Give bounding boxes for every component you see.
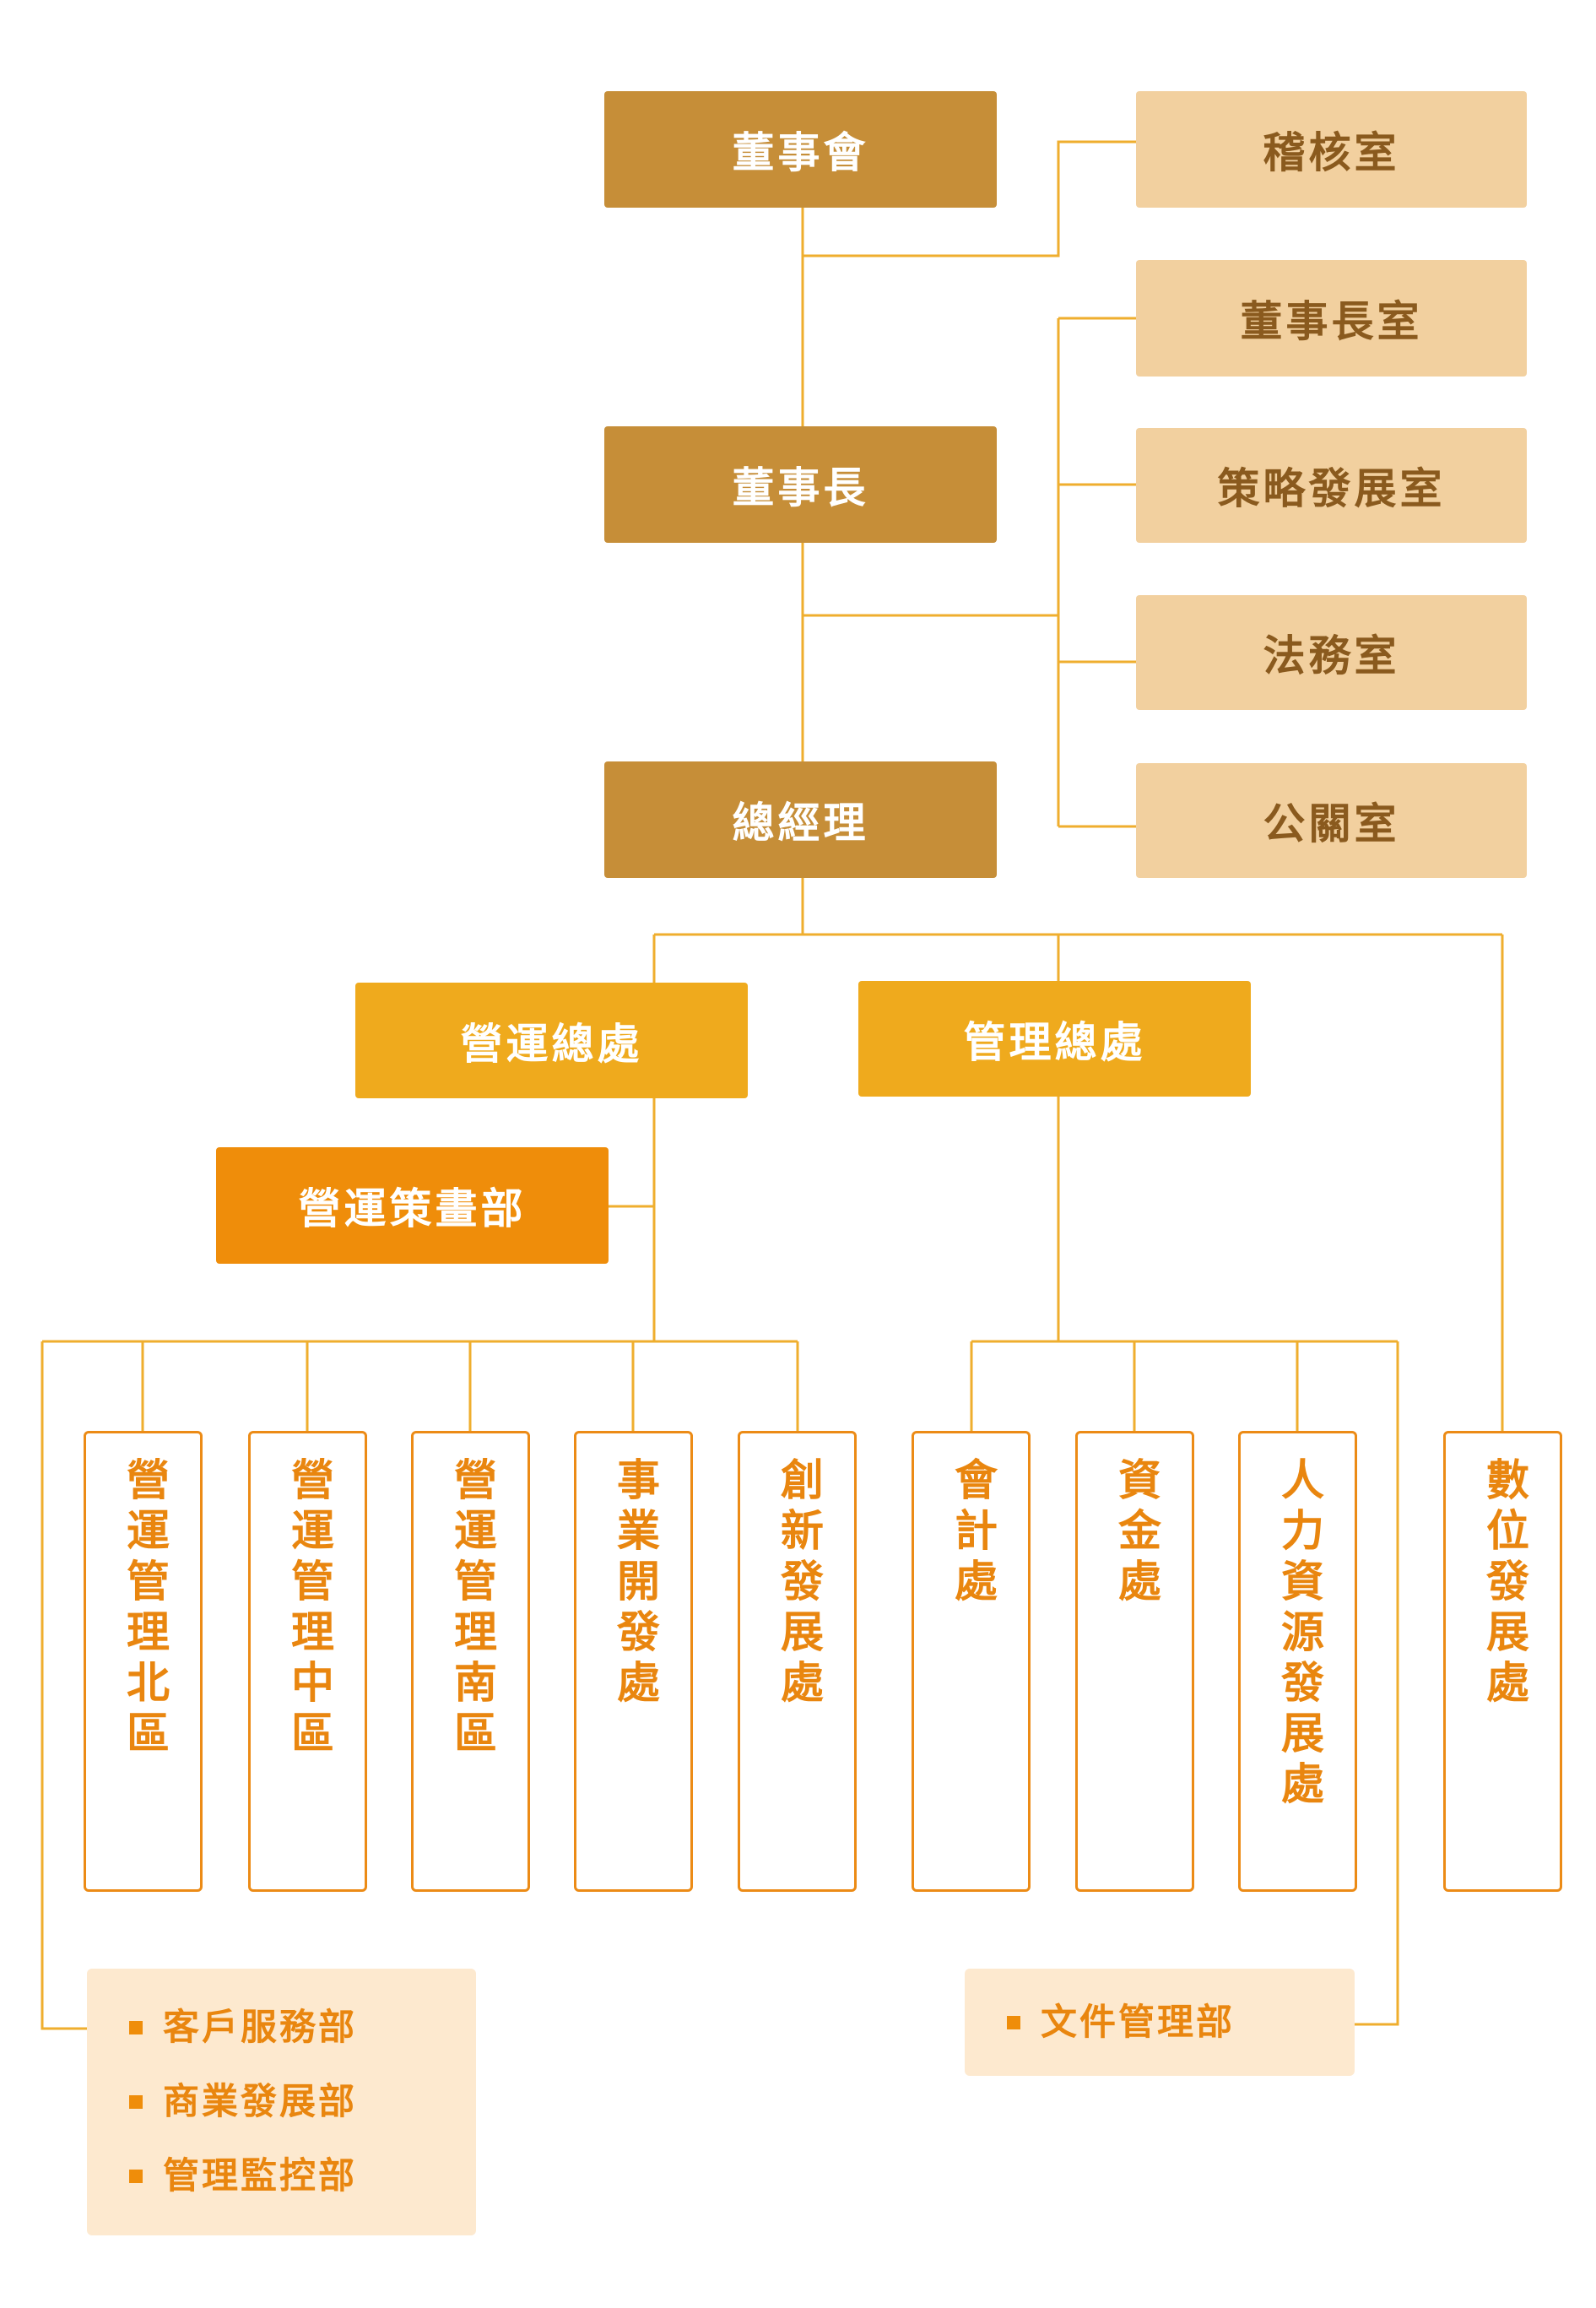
management-division-box: 管理總處 [858,981,1251,1097]
unit-box-human-resources: 人力資源發展處 [1238,1431,1357,1892]
unit-label-accounting: 會計處 [946,1457,997,1609]
chairman-office-box: 董事長室 [1136,260,1527,377]
legal-office-label: 法務室 [1263,631,1400,680]
strategy-office-box: 策略發展室 [1136,428,1527,543]
unit-label-finance: 資金處 [1110,1457,1160,1609]
list-item: 文件管理部 [965,1986,1355,2060]
management-departments-note: 文件管理部 [965,1969,1355,2076]
operations-division-label: 營運總處 [460,1019,643,1069]
unit-label-human-resources: 人力資源發展處 [1273,1457,1323,1812]
square-bullet-icon [129,2095,143,2109]
unit-box-north: 營運管理北區 [84,1431,203,1892]
strategy-office-label: 策略發展室 [1217,464,1446,513]
chairman-box: 董事長 [604,426,997,543]
unit-box-accounting: 會計處 [912,1431,1031,1892]
audit-office-box: 稽核室 [1136,91,1527,208]
management-departments-list: 文件管理部 [965,1986,1355,2060]
general-manager-label: 總經理 [732,799,869,848]
unit-label-innovation: 創新發展處 [772,1457,823,1710]
operations-division-box: 營運總處 [355,983,748,1098]
board-box: 董事會 [604,91,997,208]
public-relations-office-label: 公關室 [1263,799,1400,848]
audit-office-label: 稽核室 [1263,128,1400,177]
square-bullet-icon [1007,2016,1020,2029]
management-division-label: 管理總處 [963,1017,1146,1067]
operations-departments-note: 客戶服務部 商業發展部 管理監控部 [87,1969,476,2235]
unit-label-north: 營運管理北區 [118,1457,169,1761]
unit-label-digital: 數位發展處 [1478,1457,1528,1710]
list-item: 管理監控部 [87,2139,476,2213]
board-label: 董事會 [732,128,869,177]
operations-planning-label: 營運策畫部 [298,1184,527,1233]
square-bullet-icon [129,2021,143,2034]
operations-departments-list: 客戶服務部 商業發展部 管理監控部 [87,1991,476,2213]
unit-box-central: 營運管理中區 [248,1431,367,1892]
chairman-office-label: 董事長室 [1240,297,1423,346]
chairman-label: 董事長 [732,463,869,512]
unit-box-digital: 數位發展處 [1443,1431,1562,1892]
general-manager-box: 總經理 [604,761,997,878]
unit-label-central: 營運管理中區 [283,1457,333,1761]
unit-box-finance: 資金處 [1075,1431,1194,1892]
unit-box-south: 營運管理南區 [411,1431,530,1892]
unit-box-innovation: 創新發展處 [738,1431,857,1892]
unit-box-business-development: 事業開發處 [574,1431,693,1892]
list-item: 客戶服務部 [87,1991,476,2065]
legal-office-box: 法務室 [1136,595,1527,710]
unit-label-business-development: 事業開發處 [609,1457,659,1710]
public-relations-office-box: 公關室 [1136,763,1527,878]
list-item: 商業發展部 [87,2065,476,2139]
operations-planning-box: 營運策畫部 [216,1147,609,1264]
unit-label-south: 營運管理南區 [446,1457,496,1761]
square-bullet-icon [129,2170,143,2183]
